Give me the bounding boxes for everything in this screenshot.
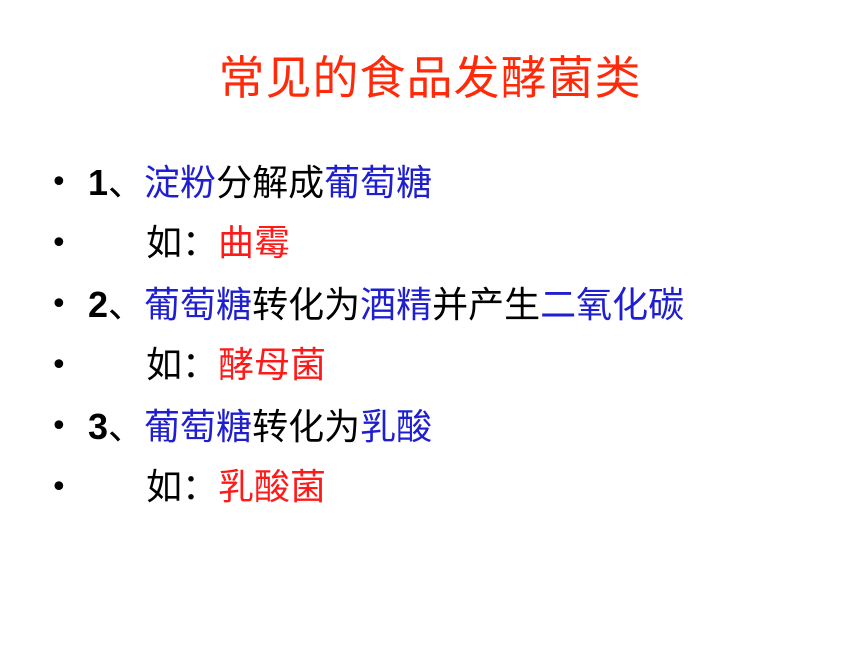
- term-glucose: 葡萄糖: [324, 163, 433, 204]
- connector-text: 分解成: [216, 163, 325, 204]
- example-prefix: 如：: [146, 345, 219, 386]
- term-lactic-acid: 乳酸: [360, 407, 433, 448]
- bullet-icon: •: [50, 165, 68, 200]
- term-glucose: 葡萄糖: [144, 407, 253, 448]
- bullet-text: 1、淀粉分解成葡萄糖: [88, 152, 432, 214]
- example-text: 如：酵母菌: [146, 335, 326, 396]
- list-item: • 如：酵母菌: [0, 335, 860, 396]
- separator: 、: [108, 163, 145, 204]
- term-starch: 淀粉: [144, 163, 217, 204]
- example-organism: 曲霉: [218, 223, 291, 264]
- bullet-icon: •: [50, 409, 68, 444]
- connector-text: 转化为: [252, 407, 361, 448]
- term-alcohol: 酒精: [360, 285, 433, 326]
- connector-text: 转化为: [252, 285, 361, 326]
- bullet-icon: •: [50, 470, 68, 505]
- list-item: • 1、淀粉分解成葡萄糖: [0, 152, 860, 213]
- bullet-icon: •: [50, 287, 68, 322]
- step-number: 3: [88, 406, 109, 447]
- example-organism: 乳酸菌: [218, 467, 327, 508]
- bullet-text: 3、葡萄糖转化为乳酸: [88, 396, 432, 458]
- bullet-icon: •: [50, 348, 68, 383]
- example-prefix: 如：: [146, 467, 219, 508]
- separator: 、: [108, 285, 145, 326]
- term-glucose: 葡萄糖: [144, 285, 253, 326]
- example-text: 如：曲霉: [146, 213, 290, 274]
- slide-title: 常见的食品发酵菌类: [218, 51, 642, 105]
- example-text: 如：乳酸菌: [146, 457, 326, 518]
- bullet-list: • 1、淀粉分解成葡萄糖 • 如：曲霉 • 2、葡萄糖转化为酒精并产生二氧化碳 …: [0, 152, 860, 518]
- term-carbon-dioxide: 二氧化碳: [540, 285, 685, 326]
- list-item: • 3、葡萄糖转化为乳酸: [0, 396, 860, 457]
- step-number: 2: [88, 284, 109, 325]
- list-item: • 2、葡萄糖转化为酒精并产生二氧化碳: [0, 274, 860, 335]
- step-number: 1: [88, 162, 109, 203]
- bullet-text: 2、葡萄糖转化为酒精并产生二氧化碳: [88, 274, 684, 336]
- example-organism: 酵母菌: [218, 345, 327, 386]
- bullet-icon: •: [50, 226, 68, 261]
- list-item: • 如：乳酸菌: [0, 457, 860, 518]
- separator: 、: [108, 407, 145, 448]
- connector-text: 并产生: [432, 285, 541, 326]
- list-item: • 如：曲霉: [0, 213, 860, 274]
- example-prefix: 如：: [146, 223, 219, 264]
